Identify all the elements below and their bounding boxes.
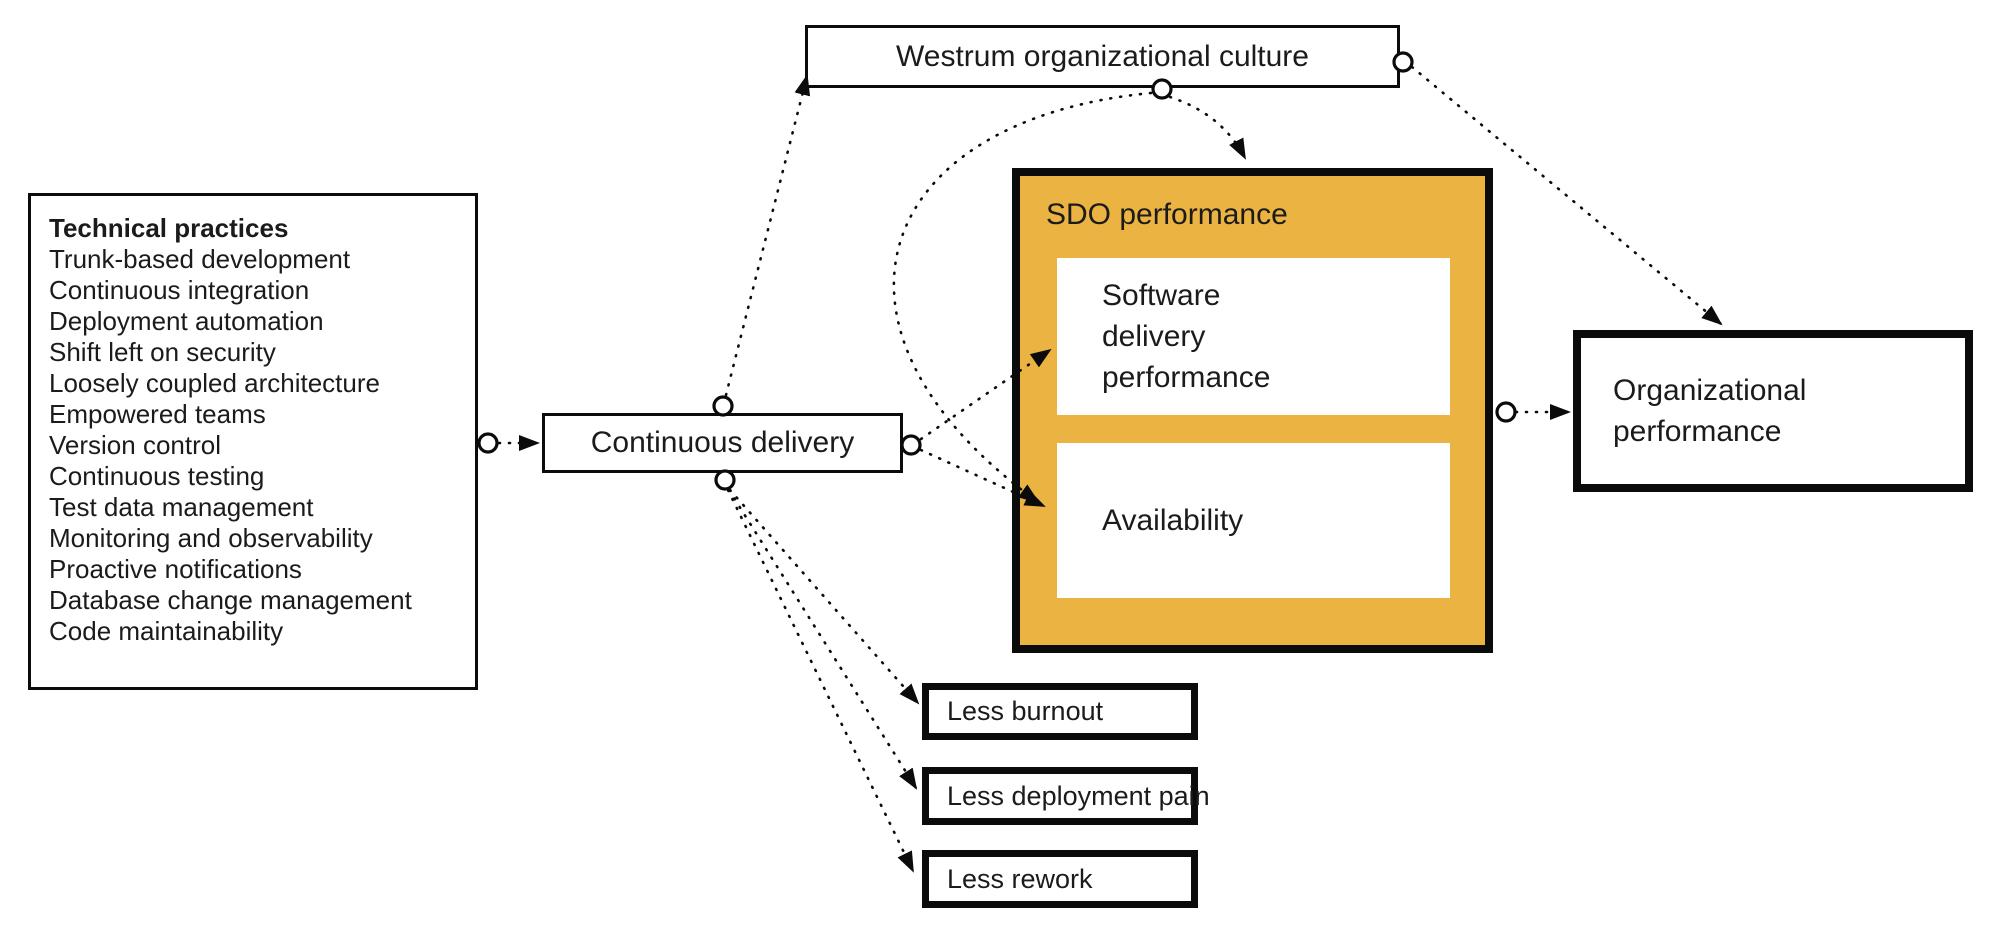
continuous-delivery-box: Continuous delivery (542, 413, 903, 473)
westrum-culture-box: Westrum organizational culture (805, 25, 1400, 88)
list-item: Empowered teams (49, 399, 266, 429)
list-item: Loosely coupled architecture (49, 368, 380, 398)
organizational-performance-box: Organizational performance (1573, 330, 1973, 492)
edge-origin-dot (1495, 401, 1517, 423)
list-item: Deployment automation (49, 306, 324, 336)
availability-label: Availability (1102, 504, 1244, 537)
edge-origin-dot (900, 434, 922, 456)
list-item: Database change management (49, 585, 412, 615)
list-item: Test data management (49, 492, 314, 522)
technical-practices-box: Technical practices Trunk-based developm… (28, 193, 478, 690)
availability-box: Availability (1057, 443, 1450, 598)
sdo-performance-box: SDO performance Software delivery perfor… (1012, 168, 1493, 653)
less-deployment-pain-label: Less deployment pain (947, 780, 1210, 811)
edge-continuous-delivery-to-less-burnout (728, 488, 920, 705)
list-item: Trunk-based development (49, 244, 351, 274)
technical-practices-title: Technical practices (49, 213, 289, 243)
less-deployment-pain-box: Less deployment pain (922, 767, 1210, 825)
edge-continuous-delivery-to-westrum (724, 74, 811, 397)
software-delivery-performance-label: Software delivery performance (1102, 279, 1271, 394)
list-item: Continuous testing (49, 461, 265, 491)
continuous-delivery-label: Continuous delivery (590, 426, 855, 459)
edge-westrum-to-sdo-performance (1168, 95, 1247, 160)
list-item: Continuous integration (49, 275, 310, 305)
organizational-performance-label: Organizational performance (1613, 374, 1807, 448)
edge-origin-dot (714, 469, 736, 491)
list-item: Monitoring and observability (49, 523, 373, 553)
less-rework-label: Less rework (947, 863, 1093, 894)
edge-continuous-delivery-to-less-deployment-pain (727, 488, 918, 790)
list-item: Shift left on security (49, 337, 276, 367)
edge-continuous-delivery-to-less-rework (726, 488, 915, 873)
westrum-culture-label: Westrum organizational culture (896, 39, 1309, 73)
list-item: Version control (49, 430, 221, 460)
edge-origin-dot (477, 432, 499, 454)
less-burnout-box: Less burnout (922, 683, 1198, 740)
less-burnout-label: Less burnout (947, 696, 1104, 726)
less-rework-box: Less rework (922, 850, 1198, 908)
sdo-performance-label: SDO performance (1046, 198, 1288, 231)
technical-practices-list: Trunk-based development Continuous integ… (49, 244, 457, 647)
list-item: Proactive notifications (49, 554, 302, 584)
software-delivery-performance-box: Software delivery performance (1057, 258, 1450, 415)
list-item: Code maintainability (49, 616, 284, 646)
